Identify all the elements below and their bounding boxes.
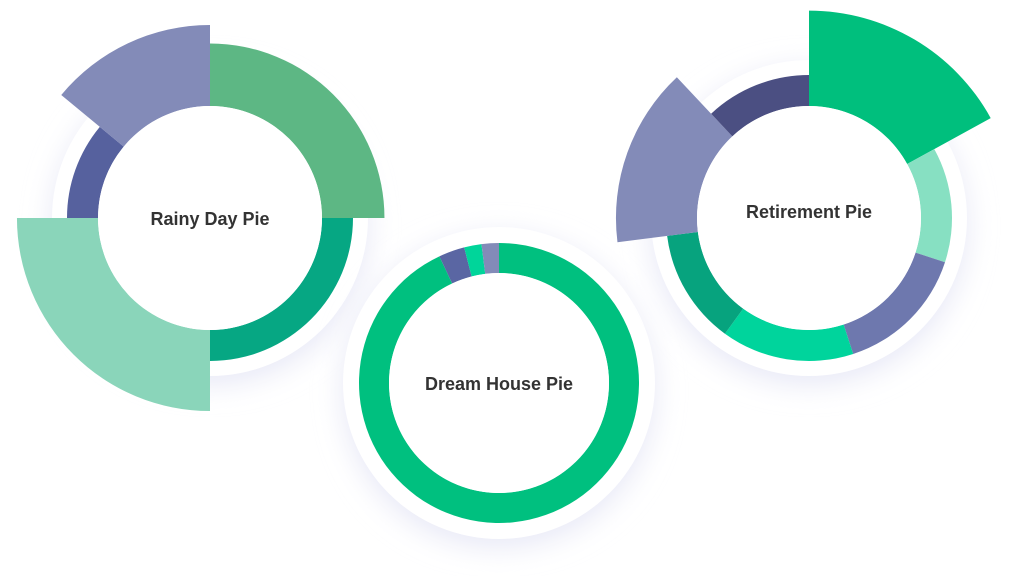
pie-segment-1[interactable] [809,10,991,165]
chart-center [389,273,609,493]
dream-house-pie-chart: Dream House Pie [343,227,655,547]
pie-segment-4[interactable] [481,243,499,274]
retirement-pie-chart: Retirement Pie [615,10,991,384]
pie-segment-7[interactable] [711,75,809,137]
pie-title: Retirement Pie [746,202,872,222]
pie-segment-1[interactable] [210,43,385,218]
pie-segment-3[interactable] [464,244,486,277]
pie-segment-2[interactable] [439,247,472,284]
chart-center [98,106,322,330]
pie-segment-2[interactable] [907,149,952,263]
pie-segment-4[interactable] [724,308,854,361]
pie-title: Rainy Day Pie [150,209,269,229]
pie-segment-4[interactable] [67,126,124,218]
chart-center [697,106,921,330]
pie-segment-5[interactable] [61,24,211,147]
pie-title: Dream House Pie [425,374,573,394]
pie-segment-5[interactable] [667,232,744,334]
rainy-day-pie-chart: Rainy Day Pie [16,24,385,412]
pie-segment-3[interactable] [16,218,211,412]
pie-segment-3[interactable] [843,252,946,355]
pie-segment-6[interactable] [615,77,733,243]
pie-segment-2[interactable] [210,218,353,361]
